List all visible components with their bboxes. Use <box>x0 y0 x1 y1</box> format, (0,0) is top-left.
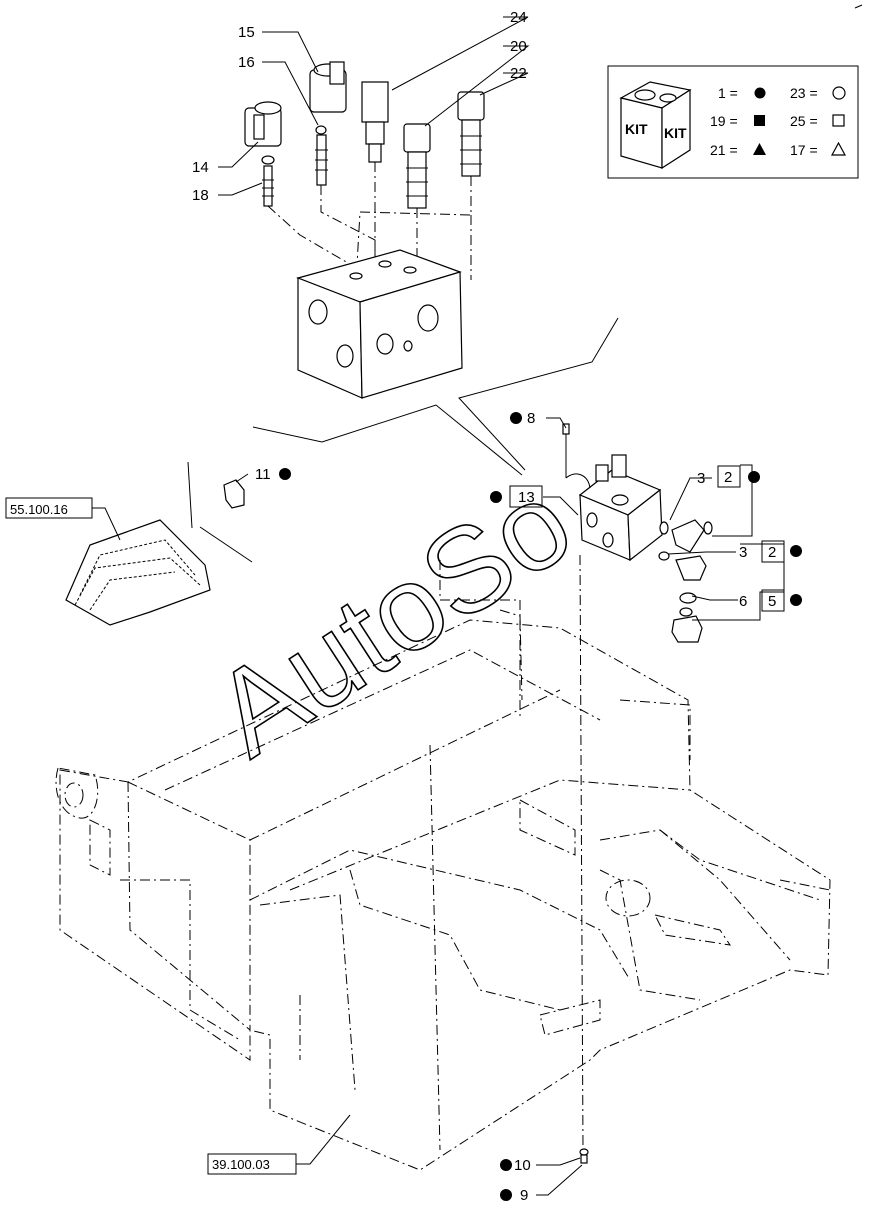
kit-row-1-right: 23 = <box>790 85 818 101</box>
elbow-fitting-lower <box>671 592 703 643</box>
callout-24: 24 <box>510 9 527 26</box>
kit-word-left: KIT <box>625 121 648 137</box>
callout-5: 5 <box>768 593 776 610</box>
filled-circle-icon <box>790 594 802 606</box>
corner-mark <box>854 4 863 9</box>
callout-2-upper-box <box>717 465 741 488</box>
elbow-fitting-middle <box>658 551 707 581</box>
callout-13-box <box>509 485 543 508</box>
filled-circle-icon <box>510 412 522 424</box>
cartridge-valve-20 <box>403 123 431 209</box>
bolt-10 <box>579 1148 589 1164</box>
callout-22: 22 <box>510 65 527 82</box>
chassis-frame <box>55 560 831 1171</box>
callout-6: 6 <box>739 593 747 610</box>
filled-circle-icon <box>790 545 802 557</box>
filled-square-icon <box>754 115 765 126</box>
kit-row-3-right: 17 = <box>790 142 818 158</box>
callout-13: 13 <box>518 489 535 506</box>
callout-2-upper: 2 <box>724 469 732 486</box>
reference-55-100-16: 55.100.16 <box>10 502 68 517</box>
control-valve-assembly <box>562 423 663 562</box>
reference-39-100-03: 39.100.03 <box>212 1157 270 1172</box>
leaders-middle <box>543 417 785 621</box>
watermark-text: AutoSo <box>191 455 594 782</box>
callout-11: 11 <box>255 466 271 483</box>
open-square-icon <box>832 114 845 127</box>
cartridge-valve-22 <box>457 91 485 177</box>
callout-9: 9 <box>520 1187 528 1204</box>
watermark: AutoSo <box>190 454 595 782</box>
filled-triangle-icon <box>753 143 766 155</box>
callout-8: 8 <box>527 410 535 427</box>
callout-2-lower: 2 <box>768 544 776 561</box>
detail-view-lines <box>252 317 619 476</box>
filled-circle-icon <box>748 471 760 483</box>
filled-circle-icon <box>754 87 766 99</box>
callout-15: 15 <box>238 24 255 41</box>
center-line <box>579 554 584 1151</box>
open-circle-icon <box>832 86 846 100</box>
filled-circle-icon <box>279 468 291 480</box>
elbow-fitting-upper <box>659 519 713 553</box>
filled-circle-icon <box>500 1159 512 1171</box>
kit-row-2-left: 19 = <box>710 113 738 129</box>
callout-3-lower: 3 <box>739 544 747 561</box>
callout-2-lower-box <box>761 540 785 563</box>
filled-circle-icon <box>500 1189 512 1201</box>
cartridge-valve-24 <box>361 81 389 163</box>
kit-word-right: KIT <box>664 125 687 141</box>
callout-18: 18 <box>192 187 209 204</box>
kit-row-3-left: 21 = <box>710 142 738 158</box>
pedal-assembly <box>65 519 211 626</box>
valve-manifold-block <box>296 249 463 399</box>
leaders-top <box>218 16 530 196</box>
callout-16: 16 <box>238 54 255 71</box>
kit-row-1-left: 1 = <box>718 85 738 101</box>
kit-box-icon: KIT KIT <box>619 81 692 170</box>
kit-legend: KIT KIT 1 = 23 = 19 = 25 = 21 = 17 = <box>607 65 859 179</box>
callout-10: 10 <box>514 1157 531 1174</box>
callout-14: 14 <box>192 159 209 176</box>
kit-row-2-right: 25 = <box>790 113 818 129</box>
clip-part-11 <box>223 479 245 509</box>
callout-20: 20 <box>510 38 527 55</box>
filled-circle-icon <box>490 491 502 503</box>
solenoid-coil-15 <box>309 61 347 113</box>
valve-stem-18 <box>261 155 275 207</box>
callout-3-upper: 3 <box>697 470 705 487</box>
solenoid-coil-14 <box>244 101 282 147</box>
open-triangle-icon <box>830 141 847 156</box>
valve-stem-16 <box>315 125 328 186</box>
callout-5-box <box>761 589 785 612</box>
